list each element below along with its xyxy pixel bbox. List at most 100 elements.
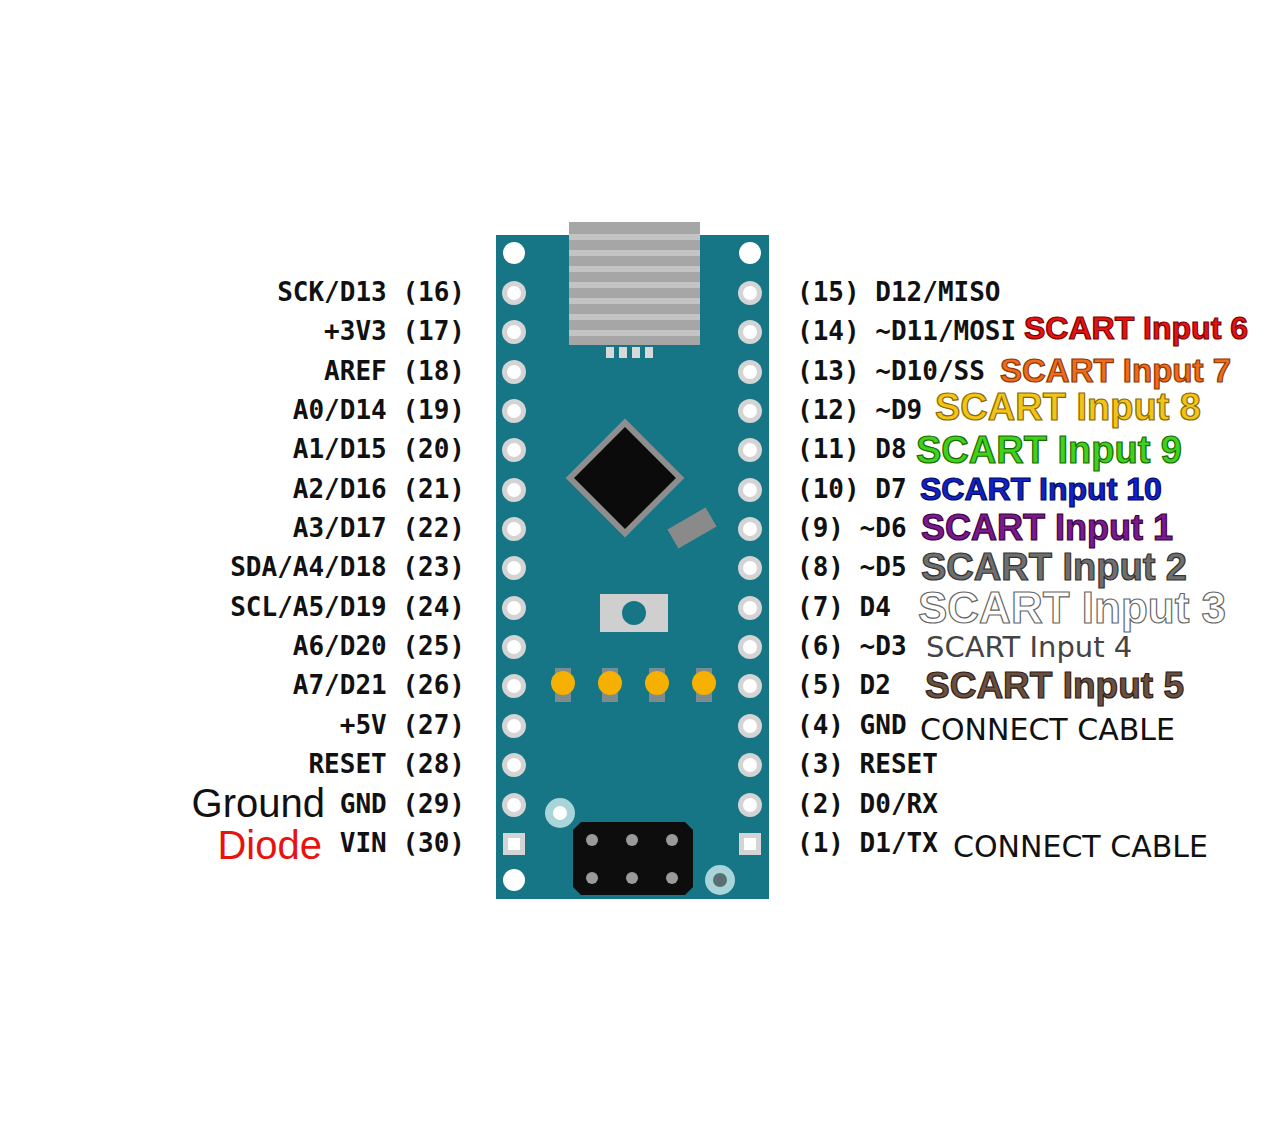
annotation-label: SCART Input 9	[916, 428, 1182, 474]
round-pad	[502, 714, 526, 738]
usb-connector	[569, 222, 700, 358]
round-pad-hole	[743, 443, 757, 457]
round-pad	[738, 478, 762, 502]
round-pad	[738, 438, 762, 462]
pin-label: A7/D21 (26)	[293, 670, 465, 701]
mounting-holes	[503, 242, 761, 895]
pin-label: (13) ~D10/SS	[797, 356, 985, 387]
pin-label: SDA/A4/D18 (23)	[230, 552, 465, 583]
pin-label: (7) D4	[797, 592, 891, 623]
round-pad	[502, 556, 526, 580]
square-pad-hole	[508, 838, 520, 850]
smd-component	[667, 507, 716, 548]
round-pad	[738, 753, 762, 777]
pin-label: SCL/A5/D19 (24)	[230, 592, 465, 623]
round-pad-hole	[507, 522, 521, 536]
round-pad-hole	[507, 286, 521, 300]
pin-label: A6/D20 (25)	[293, 631, 465, 662]
annotation-label: CONNECT CABLE	[920, 712, 1175, 748]
pin-label: (14) ~D11/MOSI	[797, 316, 1016, 347]
round-pad-hole	[507, 365, 521, 379]
pin-label: (10) D7	[797, 474, 907, 505]
round-pad	[502, 281, 526, 305]
pin-label: A2/D16 (21)	[293, 474, 465, 505]
round-pad	[502, 596, 526, 620]
pin-label: (3) RESET	[797, 749, 938, 780]
pin-label: (9) ~D6	[797, 513, 907, 544]
pin-label: +5V (27)	[340, 710, 465, 741]
pin-label: (1) D1/TX	[797, 828, 938, 859]
round-pad-hole	[507, 561, 521, 575]
round-pad	[738, 360, 762, 384]
round-pad-hole	[507, 404, 521, 418]
header-pins	[502, 281, 762, 855]
round-pad	[502, 438, 526, 462]
annotation-label: CONNECT CABLE	[953, 829, 1208, 865]
annotation-label: Diode	[217, 821, 322, 869]
round-pad-hole	[743, 561, 757, 575]
annotation-label: SCART Input 1	[921, 506, 1173, 549]
pin-label: GND (29)	[340, 789, 465, 820]
round-pad	[738, 556, 762, 580]
pin-label: (5) D2	[797, 670, 891, 701]
round-pad-hole	[743, 325, 757, 339]
round-pad-hole	[507, 640, 521, 654]
round-pad	[502, 753, 526, 777]
pin-label: VIN (30)	[340, 828, 465, 859]
pin-label: (11) D8	[797, 434, 907, 465]
round-pad	[738, 281, 762, 305]
round-pad-hole	[743, 719, 757, 733]
round-pad-hole	[507, 719, 521, 733]
round-pad	[502, 635, 526, 659]
round-pad-hole	[743, 640, 757, 654]
annotation-label: SCART Input 10	[920, 470, 1162, 508]
round-pad-hole	[507, 798, 521, 812]
annotation-label: SCART Input 4	[926, 630, 1132, 665]
annotation-label: SCART Input 6	[1024, 309, 1248, 347]
round-pad	[502, 478, 526, 502]
leds	[551, 668, 716, 702]
pin-label: (8) ~D5	[797, 552, 907, 583]
annotation-label: SCART Input 7	[1000, 351, 1231, 391]
round-pad	[738, 635, 762, 659]
round-pad	[502, 399, 526, 423]
round-pad-hole	[743, 522, 757, 536]
pin-label: SCK/D13 (16)	[277, 277, 465, 308]
round-pad	[502, 674, 526, 698]
square-pad	[739, 833, 761, 855]
pin-label: (15) D12/MISO	[797, 277, 1001, 308]
round-pad-hole	[743, 798, 757, 812]
round-pad-hole	[507, 483, 521, 497]
round-pad-hole	[507, 679, 521, 693]
board-pcb	[496, 235, 769, 899]
annotation-label: Ground	[192, 779, 325, 827]
round-pad-hole	[507, 758, 521, 772]
round-pad-hole	[507, 325, 521, 339]
square-pad-hole	[744, 838, 756, 850]
round-pad	[738, 674, 762, 698]
pin-label: (6) ~D3	[797, 631, 907, 662]
reset-button	[600, 594, 668, 632]
round-pad-hole	[743, 286, 757, 300]
round-pad-hole	[743, 758, 757, 772]
round-pad	[502, 320, 526, 344]
round-pad	[502, 360, 526, 384]
round-pad	[738, 793, 762, 817]
pin-label: (4) GND	[797, 710, 907, 741]
round-pad	[738, 596, 762, 620]
round-pad	[502, 517, 526, 541]
round-pad-hole	[743, 679, 757, 693]
icsp-header	[573, 822, 693, 895]
microcontroller-chip	[566, 419, 685, 538]
round-pad-hole	[507, 601, 521, 615]
round-pad	[738, 399, 762, 423]
round-pad-hole	[743, 365, 757, 379]
pin-label: RESET (28)	[308, 749, 465, 780]
pin-label: A3/D17 (22)	[293, 513, 465, 544]
annotation-label: SCART Input 5	[925, 664, 1184, 708]
pin-label: +3V3 (17)	[324, 316, 465, 347]
round-pad	[738, 517, 762, 541]
round-pad-hole	[743, 483, 757, 497]
round-pad-hole	[507, 443, 521, 457]
